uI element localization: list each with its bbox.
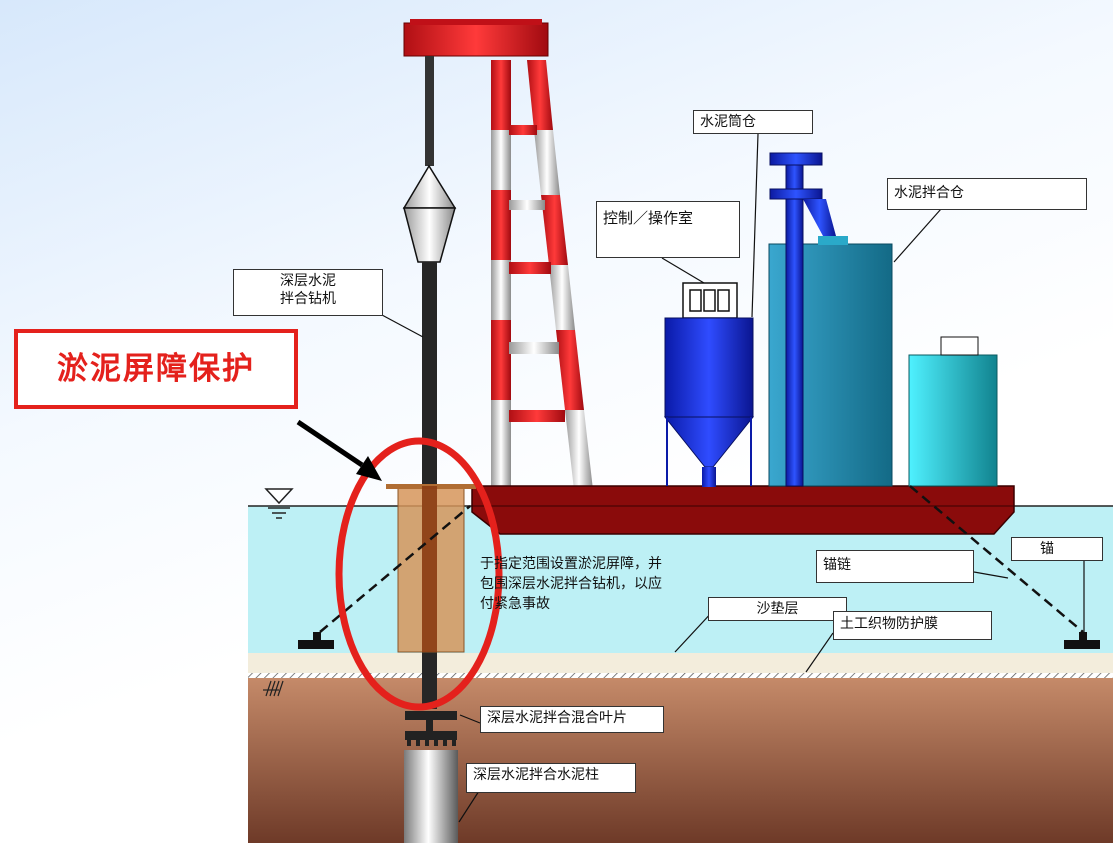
cement-silo-cone xyxy=(663,416,755,468)
tower-left-leg xyxy=(491,60,511,490)
silt-curtain-note: 于指定范围设置淤泥屏障，并 包围深层水泥拌合钻机，以应 付紧急事故 xyxy=(480,554,710,614)
silt-curtain-note-line-2: 包围深层水泥拌合钻机，以应 xyxy=(480,576,662,592)
drill-head-bottom xyxy=(403,207,456,263)
water-level-icon xyxy=(264,488,294,519)
anchor-chain-right xyxy=(909,485,1084,633)
feed-column xyxy=(785,159,804,487)
drill-rig-label-line-2: 拌合钻机 xyxy=(280,291,336,307)
tower-braces xyxy=(509,125,565,422)
highlight-ellipse xyxy=(335,437,503,711)
anchor-chain-label: 锚链 xyxy=(816,550,974,583)
barge-hull xyxy=(471,485,1015,535)
title-arrow-head xyxy=(356,456,382,481)
hatch-icon xyxy=(263,680,284,697)
cement-silo-label: 水泥筒仓 xyxy=(693,110,813,134)
anchor-label: 锚 xyxy=(1011,537,1103,561)
mixing-tank-label: 水泥拌合仓 xyxy=(887,178,1087,210)
drill-cable xyxy=(425,56,434,166)
tower-top-beam xyxy=(403,22,549,57)
mixing-blade-bottom xyxy=(405,731,457,740)
drill-head-top xyxy=(402,164,457,209)
tower-right-leg xyxy=(527,60,593,490)
anchor-icon xyxy=(298,632,1100,649)
cement-column-label: 深层水泥拌合水泥柱 xyxy=(466,763,636,793)
sand-layer xyxy=(248,653,1113,673)
title-arrow-line xyxy=(296,419,364,468)
leader-lines xyxy=(381,133,1085,823)
page-title: 淤泥屏障保护 xyxy=(14,329,298,409)
secondary-tank xyxy=(908,354,998,487)
drill-rod-overlay xyxy=(422,486,437,652)
drill-rig-label: 深层水泥 拌合钻机 xyxy=(233,269,383,316)
seabed-soil xyxy=(248,678,1113,843)
tower-top-cap xyxy=(410,19,542,25)
sand-layer-label: 沙垫层 xyxy=(708,597,847,621)
geotextile-layer xyxy=(248,673,1113,678)
drill-rig-label-line-1: 深层水泥 xyxy=(280,273,336,289)
mixing-blade-top xyxy=(405,711,457,720)
mixing-blade-label: 深层水泥拌合混合叶片 xyxy=(480,706,664,733)
cement-silo-body xyxy=(664,317,754,418)
cement-column xyxy=(404,750,458,843)
control-room-label: 控制／操作室 xyxy=(596,201,740,258)
silt-curtain-note-line-1: 于指定范围设置淤泥屏障，并 xyxy=(480,556,662,572)
silt-curtain-note-line-3: 付紧急事故 xyxy=(480,596,550,612)
geotextile-label: 土工织物防护膜 xyxy=(833,611,992,640)
